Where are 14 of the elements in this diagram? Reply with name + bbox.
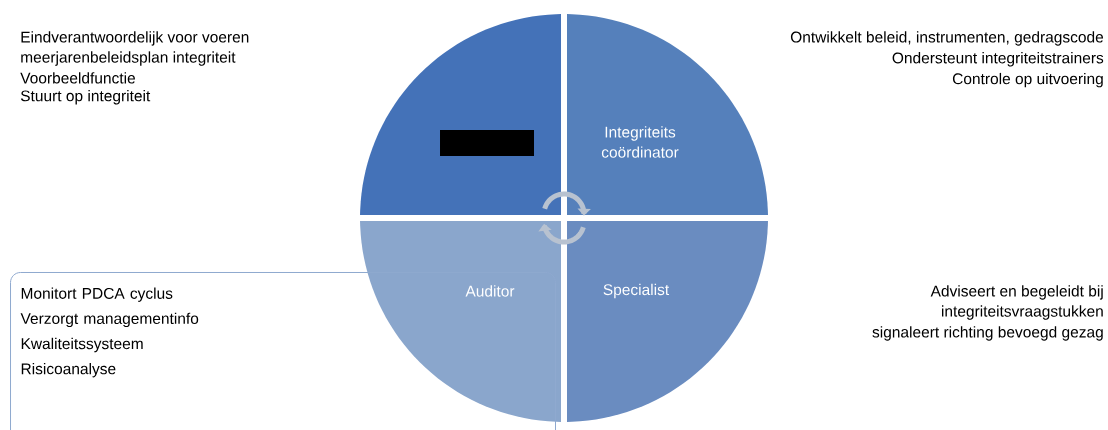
quadrant — [360, 14, 561, 215]
quadrant: Specialist — [567, 221, 768, 422]
description-text: Controle op uitvoering — [952, 72, 1103, 88]
cycle-arrow — [538, 223, 586, 245]
description-text: Voorbeeldfunctie — [20, 72, 135, 84]
description-text: Ontwikkelt beleid, instrumenten, gedragscode — [790, 31, 1104, 46]
description-text: Eindverantwoordelijk voor voeren meerjarenbeleidsplan integriteit — [21, 31, 249, 66]
quadrant: Integriteits coördinator — [567, 14, 768, 215]
description-text: Adviseert en begeleidt bij integriteitsvraagstukken — [930, 285, 1103, 320]
description-text: Ondersteunt integriteitstrainers — [892, 52, 1104, 67]
cycle-arrow — [542, 191, 591, 217]
description-text: signaleert richting bevoegd gezag — [872, 326, 1103, 341]
description-text: Stuurt op integriteit — [20, 90, 151, 105]
quadrant: Auditor — [360, 221, 561, 422]
